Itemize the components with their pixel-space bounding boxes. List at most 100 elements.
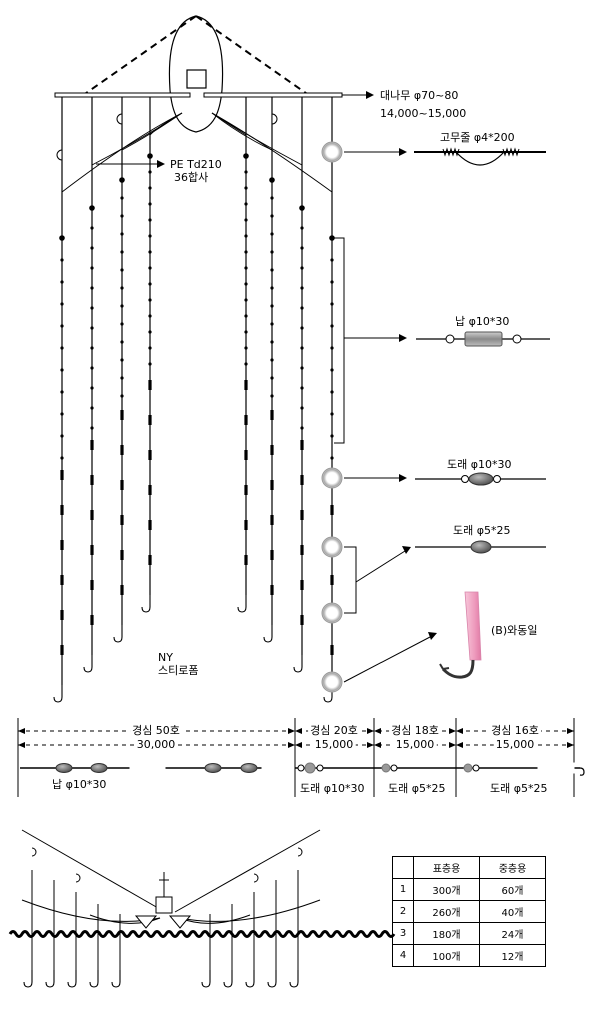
dimension-arrowhead (374, 728, 381, 734)
sea-surface-wave (8, 930, 396, 938)
seg3-length: 15,000 (393, 738, 437, 751)
hook (245, 970, 255, 988)
line-bead (300, 406, 304, 410)
hook (113, 625, 123, 643)
line-knot (299, 205, 305, 211)
hook (67, 970, 77, 988)
line-weight (270, 585, 274, 595)
line-bead (330, 456, 334, 460)
line-bead (330, 368, 334, 372)
line-bead (270, 304, 274, 308)
line-knot (269, 177, 275, 183)
line-bead (300, 326, 304, 330)
vertical-lines (53, 97, 335, 703)
line-weight (90, 510, 94, 520)
line-knot (147, 153, 153, 159)
bamboo-arrowhead (366, 91, 374, 99)
line-bead (270, 394, 274, 398)
line-bead (120, 268, 124, 272)
line-bead (90, 246, 94, 250)
side-float (253, 873, 259, 883)
line-bead (270, 196, 274, 200)
dimension-arrowhead (18, 742, 25, 748)
line-bead (244, 314, 248, 318)
seg3-fitting: 도래 φ5*25 (388, 782, 446, 795)
dimension-arrowhead (567, 742, 574, 748)
table-cell: 260개 (413, 900, 480, 923)
line-knot (59, 235, 65, 241)
line-weight (244, 450, 248, 460)
line-bead (60, 412, 64, 416)
line-bead (244, 234, 248, 238)
line-weight (60, 505, 64, 515)
pe-line-spec: 36합사 (174, 171, 209, 184)
line-bead (244, 330, 248, 334)
line-bead (90, 286, 94, 290)
pink-jig-lure (439, 591, 482, 679)
line-weight (300, 580, 304, 590)
float-label-b: 스티로폼 (158, 664, 199, 677)
line-weight (148, 520, 152, 530)
branch-lines (61, 112, 333, 193)
line-bead (244, 266, 248, 270)
line-bead (90, 306, 94, 310)
dimension-arrowhead (367, 742, 374, 748)
line-weight (148, 415, 152, 425)
swivel-5x25-detail (415, 540, 546, 554)
hook (237, 595, 247, 613)
line-bead (300, 386, 304, 390)
line-bead (270, 268, 274, 272)
hook (201, 970, 211, 988)
dimension-arrowhead (367, 728, 374, 734)
line-bead (330, 412, 334, 416)
seg1-depth: 경심 50호 (130, 724, 182, 737)
hook (263, 625, 273, 643)
line-bead (120, 196, 124, 200)
hook (23, 970, 33, 988)
pe-line-label: PE Td210 (170, 158, 222, 171)
table-row: 2 260개 40개 (392, 900, 546, 923)
line-bead (60, 346, 64, 350)
line-bead (244, 250, 248, 254)
dimension-arrowhead (456, 728, 463, 734)
hook (293, 655, 303, 673)
line-weight (270, 550, 274, 560)
callout-arrows (334, 151, 431, 683)
side-float (297, 847, 303, 857)
bamboo-label: 대나무 φ70~80 (380, 89, 459, 102)
side-view-lines (23, 847, 303, 988)
hook (111, 970, 121, 988)
dimension-arrowhead (567, 728, 574, 734)
line-bead (300, 226, 304, 230)
dimension-arrowhead (295, 742, 302, 748)
line-bead (330, 390, 334, 394)
line-bead (148, 346, 152, 350)
boat-top-view (168, 15, 224, 133)
line-bead (148, 266, 152, 270)
bamboo-pole (54, 92, 343, 98)
table-header-cell: 중층용 (479, 856, 546, 879)
line-bead (300, 286, 304, 290)
line-bead (244, 186, 248, 190)
line-bead (148, 218, 152, 222)
hook (83, 655, 93, 673)
line-bead (90, 426, 94, 430)
rubber-band-label: 고무줄 φ4*200 (440, 131, 515, 144)
line-bead (244, 362, 248, 366)
line-weight (90, 475, 94, 485)
seg4-fitting: 도래 φ5*25 (490, 782, 548, 795)
line-bead (60, 280, 64, 284)
line-weight (120, 410, 124, 420)
line-bead (120, 304, 124, 308)
line-bead (148, 298, 152, 302)
seg2-depth: 경심 20호 (308, 724, 360, 737)
seg3-depth: 경심 18호 (389, 724, 441, 737)
line-knot (119, 177, 125, 183)
line-bead (120, 322, 124, 326)
hook (223, 970, 233, 988)
line-bead (90, 346, 94, 350)
hook (89, 970, 99, 988)
line-bead (300, 346, 304, 350)
hook (289, 970, 299, 988)
